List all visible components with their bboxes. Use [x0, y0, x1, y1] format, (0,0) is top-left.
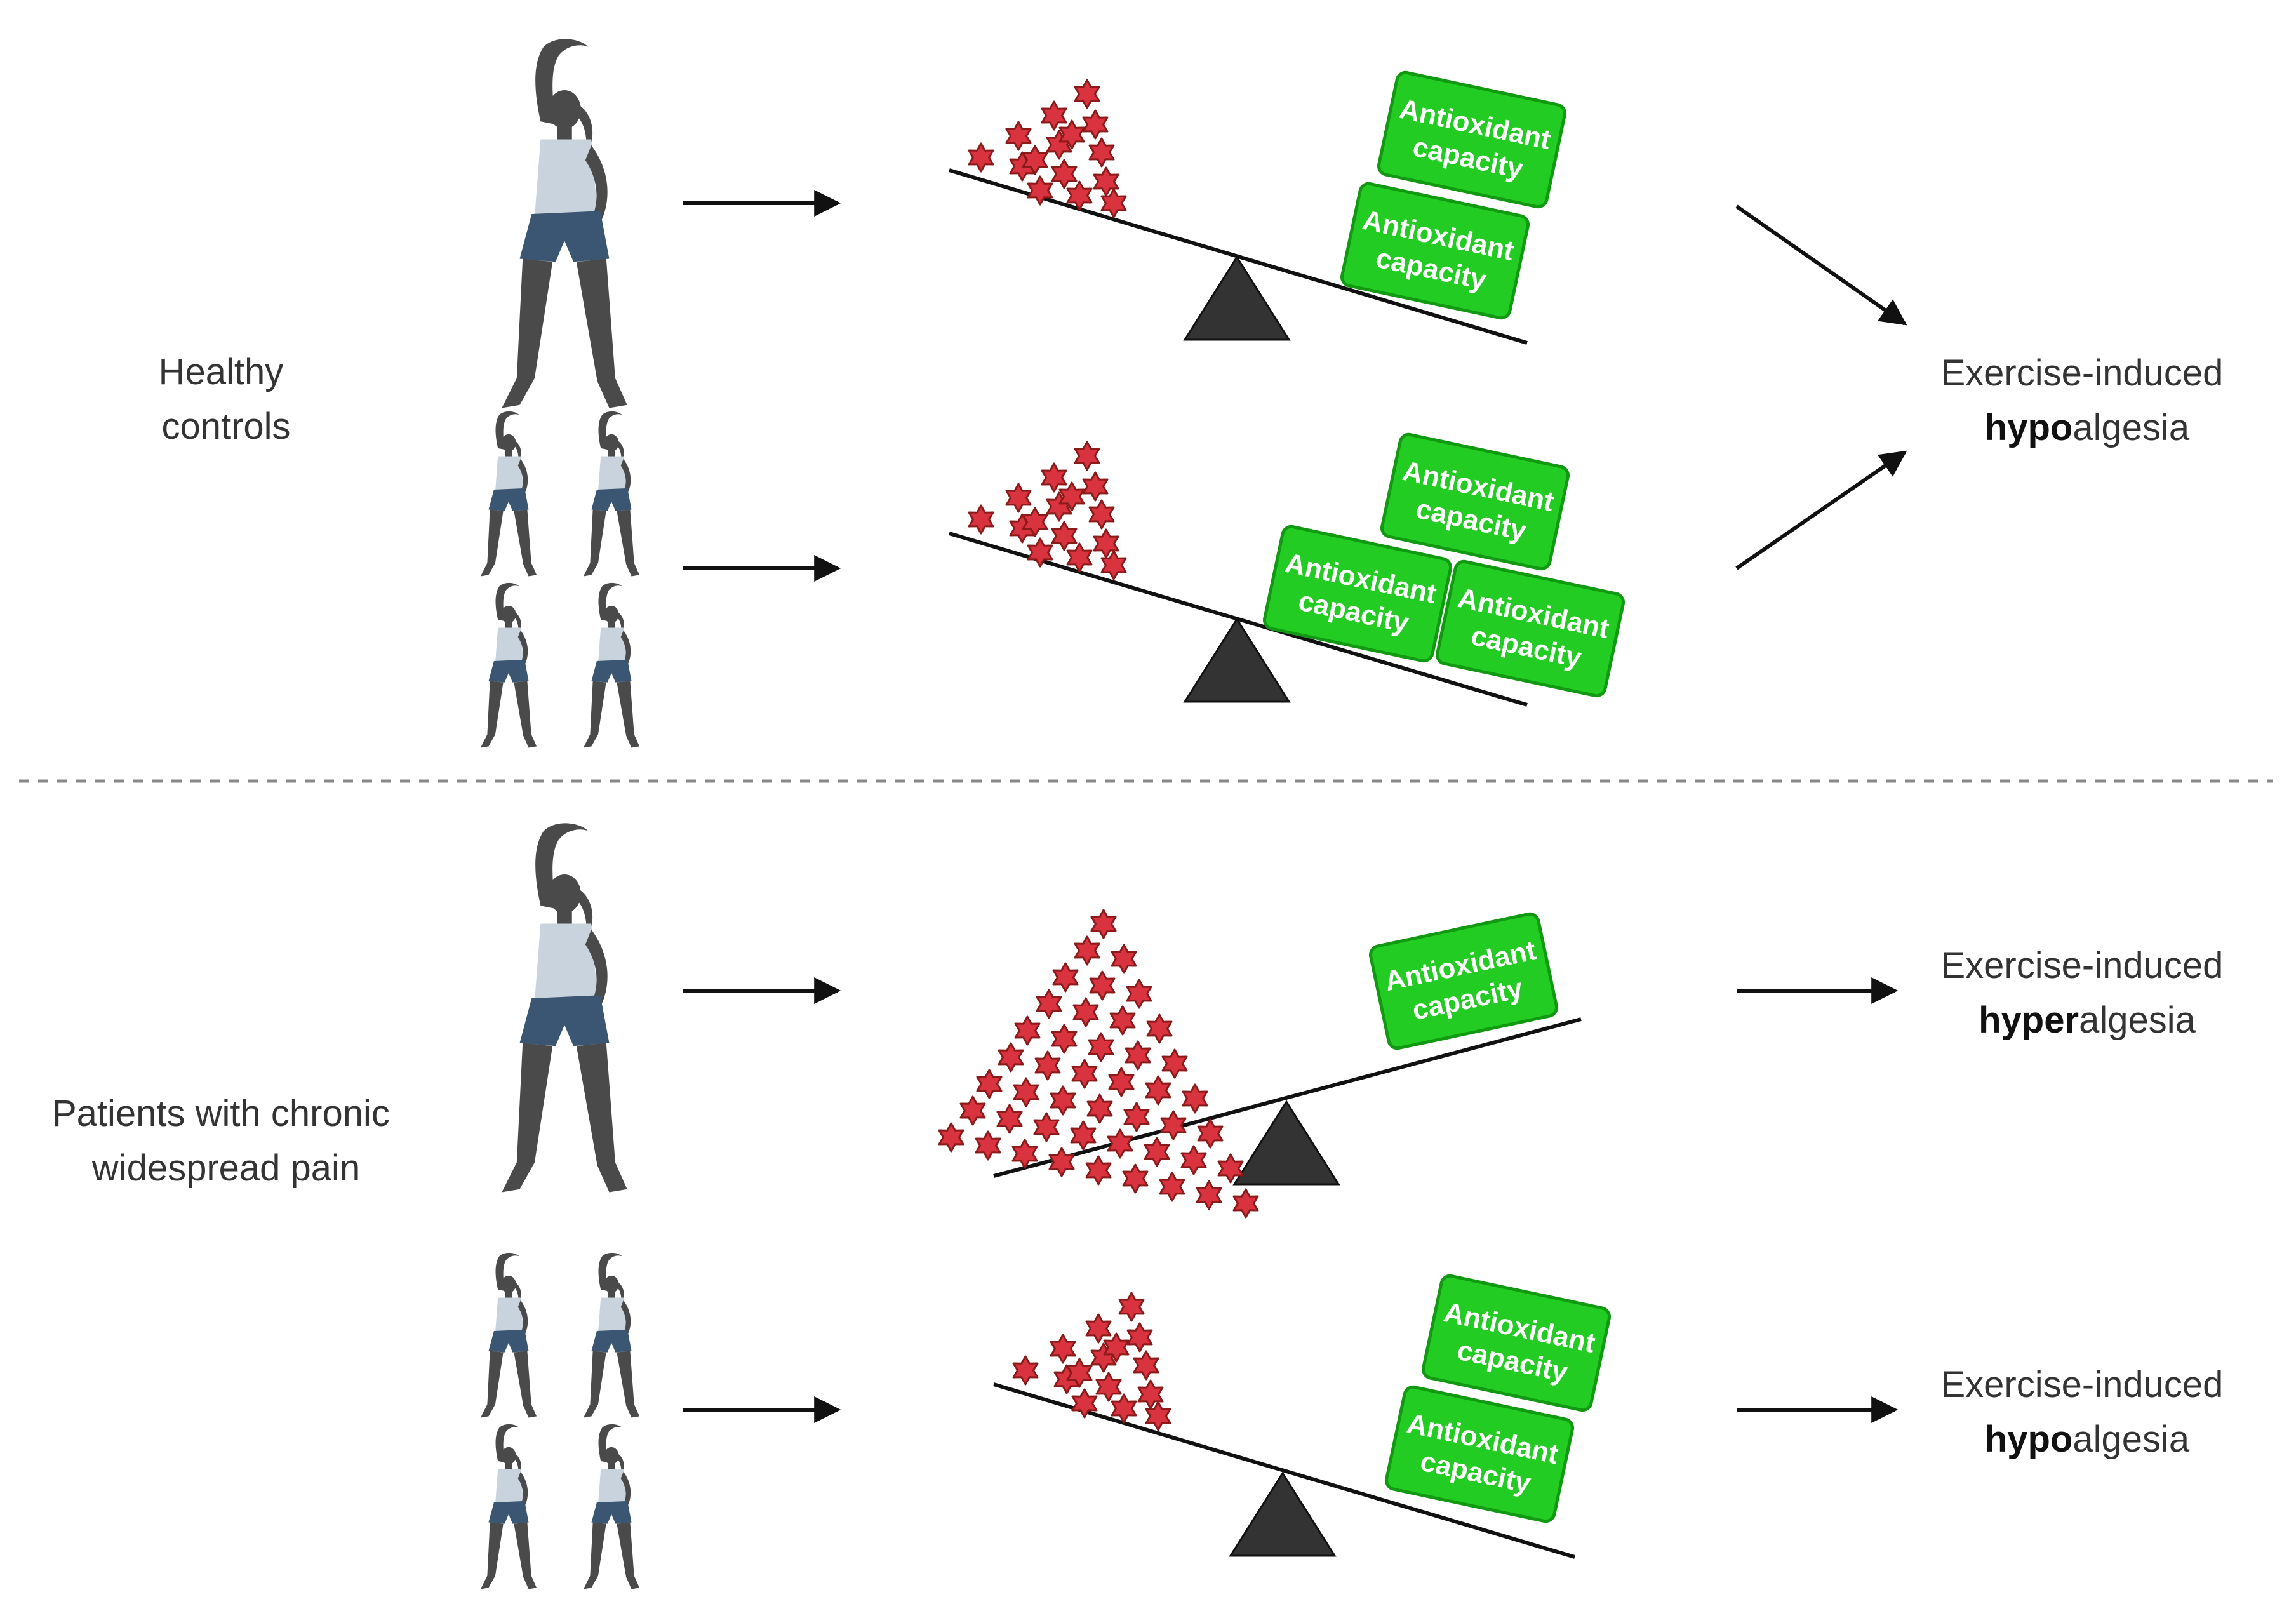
outcome-label-healthy: Exercise-induced hypoalgesia	[1940, 352, 2233, 448]
star-icon	[1144, 1137, 1170, 1167]
antioxidant-box: Antioxidantcapacity	[1377, 70, 1566, 209]
star-icon	[1122, 1163, 1149, 1194]
fulcrum	[1183, 617, 1291, 703]
balance-scale-4: Antioxidantcapacity Antioxidantcapacity	[993, 1274, 1611, 1559]
star-icon	[996, 1104, 1023, 1134]
star-icon	[1145, 1075, 1171, 1106]
antioxidant-box: Antioxidantcapacity	[1436, 559, 1625, 698]
star-icon	[1196, 1180, 1222, 1210]
star-icon	[1085, 1155, 1112, 1186]
star-icon	[1109, 1005, 1136, 1036]
star-icon	[1052, 962, 1079, 993]
beam	[949, 532, 1528, 707]
star-icon	[1089, 970, 1116, 1001]
antioxidant-box: Antioxidantcapacity	[1263, 525, 1452, 663]
star-icon	[1090, 909, 1117, 939]
star-icon	[1072, 997, 1099, 1027]
star-icon	[1051, 1024, 1078, 1054]
star-icon	[1146, 1013, 1173, 1044]
star-icon	[1123, 1102, 1150, 1132]
beam	[949, 168, 1528, 345]
woman-stretching-icon	[502, 823, 627, 1193]
beam	[993, 1017, 1582, 1178]
star-icon	[1074, 935, 1100, 966]
balance-scale-3: Antioxidantcapacity	[938, 909, 1582, 1219]
star-icon	[1034, 1050, 1061, 1081]
fulcrum	[1232, 1100, 1340, 1186]
group-label-healthy: Healthy controls	[159, 351, 294, 447]
star-icon	[1159, 1172, 1185, 1202]
outcome-label-patients-repeated: Exercise-induced hypoalgesia	[1940, 1364, 2233, 1460]
star-icon	[975, 1130, 1001, 1161]
star-icon	[1125, 1040, 1151, 1071]
outcome-label-patients-single: Exercise-induced hyperalgesia	[1940, 945, 2233, 1041]
star-icon	[1160, 1110, 1187, 1140]
oxidative-stress-pile	[938, 909, 1259, 1219]
arrow-down-right-icon	[1735, 204, 1907, 326]
antioxidant-box: Antioxidantcapacity	[1422, 1274, 1611, 1412]
star-icon	[1014, 1015, 1041, 1046]
antioxidant-box: Antioxidantcapacity	[1380, 432, 1570, 571]
group-label-patients: Patients with chronic widespread pain	[52, 1093, 400, 1189]
fulcrum	[1229, 1471, 1337, 1557]
oxidative-stress-pile	[1012, 1292, 1171, 1431]
star-icon	[1088, 1032, 1114, 1062]
star-icon	[1013, 1077, 1039, 1107]
star-icon	[1161, 1048, 1188, 1079]
woman-stretching-icon-group	[480, 411, 640, 748]
star-icon	[1108, 1067, 1135, 1097]
star-icon	[959, 1095, 986, 1126]
woman-stretching-icon	[502, 39, 627, 408]
star-icon	[976, 1069, 1003, 1099]
star-icon	[1180, 1145, 1207, 1175]
oxidative-stress-pile	[968, 79, 1127, 218]
star-icon	[998, 1042, 1024, 1073]
star-icon	[1050, 1085, 1076, 1116]
antioxidant-box: Antioxidantcapacity	[1385, 1385, 1574, 1523]
beam	[993, 1382, 1575, 1559]
star-icon	[1036, 989, 1062, 1019]
fulcrum	[1183, 255, 1291, 341]
woman-stretching-icon-group	[480, 1252, 640, 1589]
star-icon	[1197, 1118, 1224, 1149]
star-icon	[1086, 1093, 1113, 1124]
star-icon	[1070, 1120, 1097, 1151]
star-icon	[1107, 1128, 1133, 1159]
arrow-up-right-icon	[1735, 450, 1907, 570]
star-icon	[1232, 1188, 1259, 1219]
oxidative-stress-pile	[968, 441, 1127, 580]
balance-scale-2: Antioxidantcapacity Antioxidantcapacity …	[949, 432, 1625, 707]
star-icon	[1033, 1112, 1060, 1142]
star-icon	[938, 1122, 964, 1153]
star-icon	[1111, 944, 1137, 974]
star-icon	[1071, 1059, 1098, 1089]
star-icon	[1126, 979, 1152, 1009]
star-icon	[1182, 1083, 1208, 1114]
antioxidant-box: Antioxidantcapacity	[1340, 182, 1530, 320]
antioxidant-box: Antioxidantcapacity	[1369, 912, 1558, 1050]
balance-scale-1: Antioxidantcapacity Antioxidantcapacity	[949, 70, 1566, 345]
star-icon	[1048, 1147, 1075, 1177]
